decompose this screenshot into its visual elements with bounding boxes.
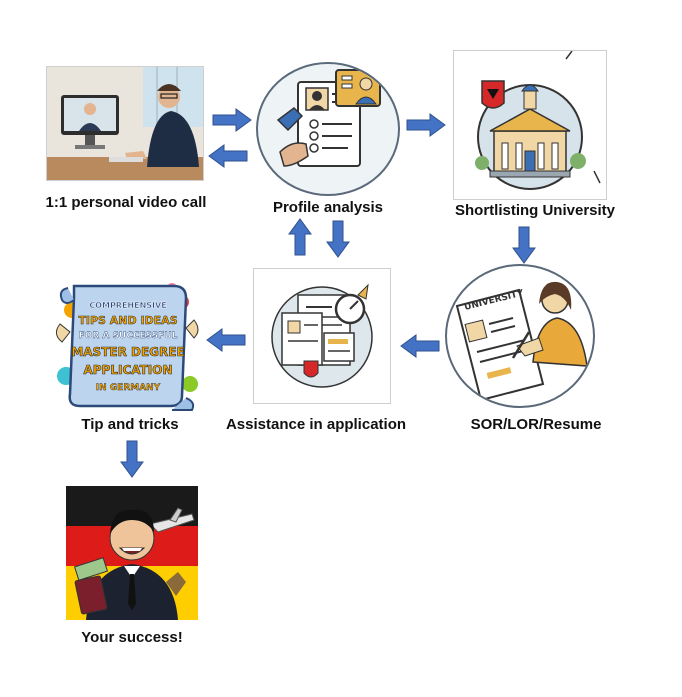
profile-analysis-picture [256,62,400,196]
scroll-line-6: IN GERMANY [96,383,161,393]
scroll-icon: COMPREHENSIVE TIPS AND IDEAS FOR A SUCCE… [56,283,199,411]
tips-tricks-label: Tip and tricks [81,416,179,433]
arrow-down-profile-to-assistance [326,220,350,258]
arrow-down-tips-to-success [120,440,144,478]
success-label: Your success! [81,629,183,646]
arrow-left-assistance-to-tips [206,328,246,352]
scroll-line-2: TIPS AND IDEAS [78,314,177,327]
success-picture [66,486,198,620]
tips-tricks-picture: COMPREHENSIVE TIPS AND IDEAS FOR A SUCCE… [54,280,202,412]
arrow-down-shortlist-to-sor [512,226,536,264]
arrow-right-video-to-profile [212,108,252,132]
assistance-application-label: Assistance in application [225,416,407,433]
arrow-up-assistance-to-profile [288,218,312,256]
graduate-with-passport-icon [66,486,198,620]
arrow-left-profile-to-video [208,144,248,168]
shortlisting-university-label: Shortlisting University [454,202,616,219]
scroll-line-1: COMPREHENSIVE [89,301,166,310]
scroll-line-4: MASTER DEGREE [71,345,184,359]
shortlisting-university-picture [453,50,607,200]
sor-lor-resume-picture: UNIVERSITY [445,264,595,408]
profile-analysis-label: Profile analysis [272,199,384,216]
video-call-picture [46,66,204,181]
video-call-label: 1:1 personal video call [45,194,207,211]
university-building-icon [475,51,601,190]
scroll-line-3: FOR A SUCCESSFUL [79,331,178,341]
writing-resume-icon: UNIVERSITY [455,281,588,402]
video-call-icon [47,67,203,180]
profile-documents-icon [276,69,381,167]
arrow-right-profile-to-shortlist [406,113,446,137]
arrow-left-sor-to-assistance [400,334,440,358]
sor-lor-resume-label: SOR/LOR/Resume [470,416,602,433]
assistance-application-picture [253,268,391,404]
scroll-line-5: APPLICATION [83,363,172,377]
application-documents-icon [271,283,373,388]
